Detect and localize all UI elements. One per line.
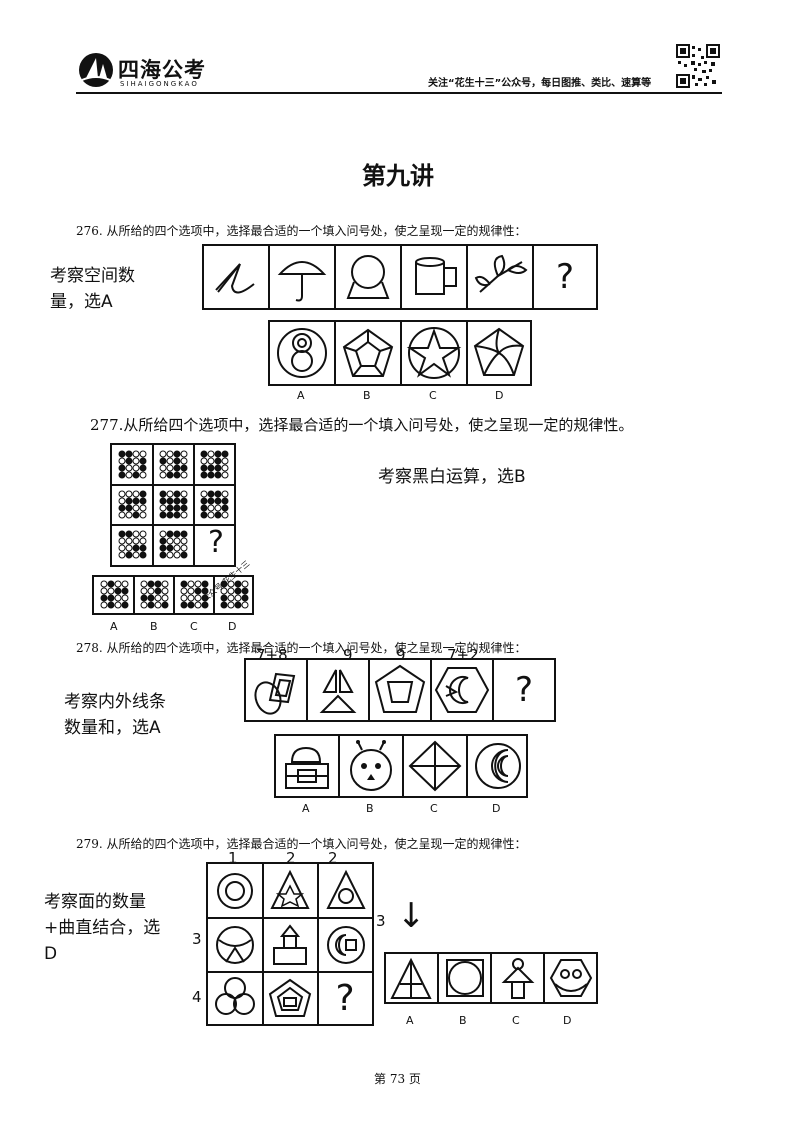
option-d-figure[interactable] xyxy=(468,322,530,384)
question-277-options xyxy=(92,575,254,615)
option-b-label: B xyxy=(363,389,371,402)
annotation-278-line1: 考察内外线条 xyxy=(64,692,166,712)
option-c-figure[interactable] xyxy=(404,736,466,796)
figure-split-triangles-icon xyxy=(319,669,357,713)
count-label: 1 xyxy=(228,849,238,867)
figure-umbrella-icon xyxy=(277,261,327,302)
annotation-276-line1: 考察空间数 xyxy=(50,266,135,286)
option-c-label: C xyxy=(429,389,437,402)
question-279-grid: ? xyxy=(206,862,374,1026)
option-d-label: D xyxy=(495,389,504,402)
count-label: 4 xyxy=(192,988,202,1006)
qr-code-icon xyxy=(676,44,720,88)
option-d-label: D xyxy=(228,620,237,633)
figure-ribbon-icon xyxy=(215,263,255,294)
header-note: 关注“花生十三”公众号，每日图推、类比、速算等 xyxy=(428,78,652,89)
dot-options-figure[interactable] xyxy=(94,577,254,615)
count-label: 3 xyxy=(192,930,202,948)
option-b-label: B xyxy=(366,802,374,815)
annotation-279-line3: D xyxy=(44,944,58,964)
figure-crystal-ball-icon xyxy=(346,255,390,299)
count-label: 3 xyxy=(376,912,386,930)
question-278-text: 278. 从所给的四个选项中，选择最合适的一个填入问号处，使之呈现一定的规律性： xyxy=(76,641,527,655)
count-label: 2 xyxy=(328,849,338,867)
option-b-label: B xyxy=(459,1014,467,1027)
question-279-text: 279. 从所给的四个选项中，选择最合适的一个填入问号处，使之呈现一定的规律性： xyxy=(76,837,527,851)
option-d-figure[interactable] xyxy=(545,954,596,1002)
page-number: 第 73 页 xyxy=(374,1072,421,1086)
option-d-label: D xyxy=(563,1014,572,1027)
option-a-figure[interactable] xyxy=(386,954,437,1002)
option-a-label: A xyxy=(297,389,305,402)
annotation-277: 考察黑白运算，选B xyxy=(378,467,526,487)
option-d-label: D xyxy=(492,802,501,815)
question-276-sequence: ? xyxy=(202,244,598,310)
option-c-label: C xyxy=(190,620,198,633)
figure-mug-icon xyxy=(415,257,457,295)
annotation-276-line2: 量，选A xyxy=(50,292,113,312)
figure-nested-pentagon-icon xyxy=(374,664,426,713)
question-276-options xyxy=(268,320,532,386)
dot-grid-figure xyxy=(112,445,236,567)
question-mark: ? xyxy=(555,257,575,297)
option-b-label: B xyxy=(150,620,158,633)
question-mark: ? xyxy=(514,670,534,710)
annotation-279-line2: +曲直结合，选 xyxy=(44,918,161,938)
figure-leaves-icon xyxy=(474,254,528,293)
logo-text: 四海公考 xyxy=(118,58,206,82)
option-c-label: C xyxy=(512,1014,520,1027)
option-a-figure[interactable] xyxy=(276,736,338,796)
question-276-text: 276. 从所给的四个选项中，选择最合适的一个填入问号处，使之呈现一定的规律性： xyxy=(76,224,527,238)
question-277-text: 277.从所给四个选项中，选择最合适的一个填入问号处，使之呈现一定的规律性。 xyxy=(90,416,634,434)
page-title: 第九讲 xyxy=(362,161,434,190)
question-mark: ? xyxy=(208,525,224,560)
question-mark: ? xyxy=(335,978,355,1019)
logo: 四海公考 SIHAIGONGKAO xyxy=(76,50,226,90)
question-278-options xyxy=(274,734,528,798)
option-b-figure[interactable] xyxy=(336,322,400,384)
option-b-figure[interactable] xyxy=(340,736,402,796)
annotation-278-line2: 数量和，选A xyxy=(64,718,161,738)
logo-mark-icon xyxy=(79,53,113,87)
option-b-figure[interactable] xyxy=(439,954,490,1002)
option-c-figure[interactable] xyxy=(402,322,466,384)
option-a-label: A xyxy=(110,620,118,633)
option-c-label: C xyxy=(430,802,438,815)
question-278-sequence: ? xyxy=(244,658,556,722)
figure-hexagon-moon-icon xyxy=(434,667,490,713)
question-279-options xyxy=(384,952,598,1004)
figure-oval-parallelogram-icon xyxy=(254,672,296,715)
question-277-grid: ? xyxy=(110,443,236,567)
shape-grid-figure xyxy=(208,864,374,1026)
logo-subtext: SIHAIGONGKAO xyxy=(120,80,199,88)
option-a-figure[interactable] xyxy=(270,322,334,384)
option-a-label: A xyxy=(302,802,310,815)
annotation-279-line1: 考察面的数量 xyxy=(44,892,146,912)
option-c-figure[interactable] xyxy=(492,954,543,1002)
option-d-figure[interactable] xyxy=(468,736,526,796)
option-a-label: A xyxy=(406,1014,414,1027)
header-rule xyxy=(76,92,722,94)
count-label: 2 xyxy=(286,849,296,867)
arrow-annotation: ↓ xyxy=(397,896,426,936)
count-label: 9 xyxy=(396,646,406,664)
count-label: 9 xyxy=(343,646,353,664)
